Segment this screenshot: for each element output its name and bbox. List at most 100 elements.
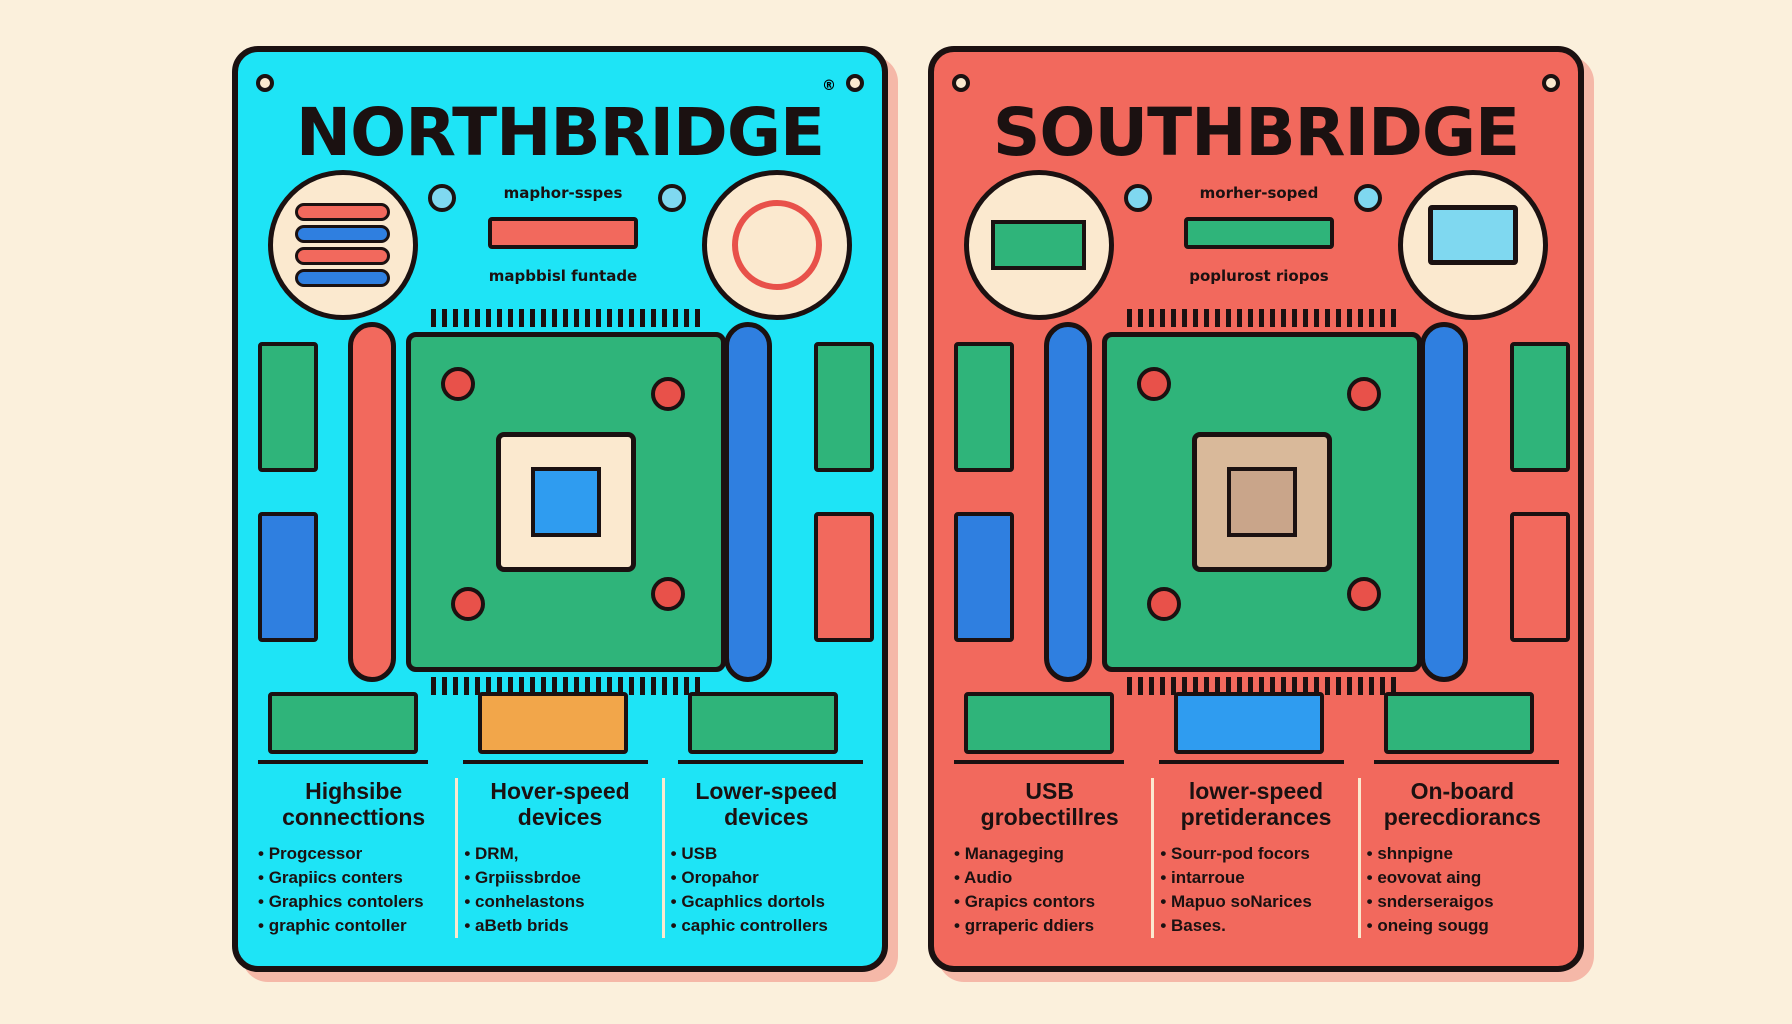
label-bottom: mapbbisl funtade <box>488 267 638 285</box>
feature-item: intarroue <box>1160 866 1351 890</box>
feature-item: Oropahor <box>671 866 862 890</box>
chip-pins <box>431 309 701 327</box>
feature-item: Progcessor <box>258 842 449 866</box>
device-icon <box>1384 692 1534 754</box>
expansion-slot-icon <box>954 342 1014 472</box>
device-icon <box>1174 692 1324 754</box>
bus-rail <box>724 322 772 682</box>
capacitor-icon <box>1147 587 1181 621</box>
poster-title: NORTHBRIDGE <box>295 94 825 171</box>
processor-core <box>1227 467 1297 537</box>
mounting-hole <box>952 74 970 92</box>
feature-item: oneing sougg <box>1367 914 1558 938</box>
feature-list: shnpigneeovovat aingsnderseraigosoneing … <box>1367 842 1558 938</box>
northbridge-poster: NORTHBRIDGE® maphor-sspes mapbbisl funtade… <box>232 46 888 972</box>
feature-column: Highsibe connecttionsProgcessorGrapiics … <box>252 778 455 938</box>
ram-bar <box>295 225 390 243</box>
bus-rail <box>348 322 396 682</box>
capacitor-icon <box>441 367 475 401</box>
feature-column: USB grobectillresManagegingAudioGrapics … <box>948 778 1151 938</box>
device-icon <box>478 692 628 754</box>
connector-chip-icon <box>1184 217 1334 249</box>
capacitor-icon <box>1347 577 1381 611</box>
device-icon <box>268 692 418 754</box>
ram-bar <box>295 269 390 287</box>
mounting-hole <box>256 74 274 92</box>
device-icon <box>688 692 838 754</box>
capacitor-icon <box>1347 377 1381 411</box>
feature-item: Grpiissbrdoe <box>464 866 655 890</box>
target-gauge-icon <box>702 170 852 320</box>
feature-item: Audio <box>954 866 1145 890</box>
feature-item: Grapiics conters <box>258 866 449 890</box>
feature-column: On-board perecdiorancs shnpigneeovovat ai… <box>1357 778 1564 938</box>
column-heading: USB grobectillres <box>980 778 1119 830</box>
column-heading: On-board perecdiorancs <box>1383 778 1541 830</box>
processor-chip-icon <box>496 432 636 572</box>
label-top: morher-soped <box>1199 184 1319 202</box>
expansion-slot-icon <box>1510 342 1570 472</box>
divider <box>463 760 648 764</box>
bus-rail <box>1044 322 1092 682</box>
divider <box>954 760 1124 764</box>
feature-item: Sourr-pod focors <box>1160 842 1351 866</box>
feature-item: caphic controllers <box>671 914 862 938</box>
feature-item: Manageging <box>954 842 1145 866</box>
northbridge-board <box>406 309 726 695</box>
expansion-slot-icon <box>954 512 1014 642</box>
bus-rail <box>1420 322 1468 682</box>
bubble-icon <box>658 184 686 212</box>
bubble-icon <box>428 184 456 212</box>
feature-item: Mapuo soNarices <box>1160 890 1351 914</box>
expansion-slot-icon <box>1510 512 1570 642</box>
feature-list: ProgcessorGrapiics contersGraphics conto… <box>258 842 449 938</box>
feature-item: Gcaphlics dortols <box>671 890 862 914</box>
capacitor-icon <box>1137 367 1171 401</box>
feature-list: Sourr-pod focorsintarroueMapuo soNarices… <box>1160 842 1351 938</box>
chip-pins <box>1127 309 1397 327</box>
feature-item: USB <box>671 842 862 866</box>
ram-bar <box>295 247 390 265</box>
divider <box>1374 760 1559 764</box>
expansion-slot-icon <box>814 512 874 642</box>
feature-item: snderseraigos <box>1367 890 1558 914</box>
device-icon <box>964 692 1114 754</box>
column-heading: Lower-speed devices <box>695 778 838 830</box>
ring <box>732 200 822 290</box>
feature-item: grraperic ddiers <box>954 914 1145 938</box>
column-heading: Highsibe connecttions <box>282 778 426 830</box>
label-top: maphor-sspes <box>503 184 623 202</box>
feature-item: Bases. <box>1160 914 1351 938</box>
feature-item: graphic contoller <box>258 914 449 938</box>
monitor-icon <box>1398 170 1548 320</box>
bubble-icon <box>1354 184 1382 212</box>
divider <box>258 760 428 764</box>
memory-module-icon <box>964 170 1114 320</box>
feature-item: conhelastons <box>464 890 655 914</box>
column-heading: Hover-speed devices <box>490 778 630 830</box>
feature-item: eovovat aing <box>1367 866 1558 890</box>
feature-column: Hover-speed devicesDRM,Grpiissbrdoeconhe… <box>455 778 661 938</box>
chip <box>991 220 1086 270</box>
column-heading: lower-speed pretiderances <box>1180 778 1332 830</box>
processor-chip-icon <box>1192 432 1332 572</box>
expansion-slot-icon <box>814 342 874 472</box>
bubble-icon <box>1124 184 1152 212</box>
screen <box>1428 205 1518 265</box>
connector-chip-icon <box>488 217 638 249</box>
divider <box>1159 760 1344 764</box>
feature-item: aBetb brids <box>464 914 655 938</box>
registered-mark: ® <box>822 78 836 94</box>
ram-stack-icon <box>268 170 418 320</box>
processor-core <box>531 467 601 537</box>
feature-list: ManagegingAudioGrapics contorsgrraperic … <box>954 842 1145 938</box>
capacitor-icon <box>451 587 485 621</box>
capacitor-icon <box>651 577 685 611</box>
southbridge-board <box>1102 309 1422 695</box>
feature-column: Lower-speed devicesUSBOropahorGcaphlics … <box>661 778 868 938</box>
poster-title: SOUTHBRIDGE <box>992 94 1520 171</box>
feature-item: DRM, <box>464 842 655 866</box>
capacitor-icon <box>651 377 685 411</box>
label-bottom: poplurost riopos <box>1189 267 1329 285</box>
